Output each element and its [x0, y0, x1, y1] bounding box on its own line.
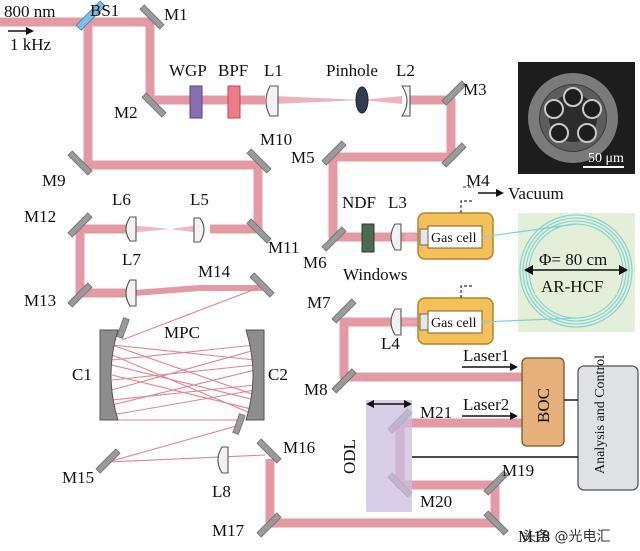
odl-stage [366, 400, 412, 512]
label-m11: M11 [268, 238, 300, 257]
label-m21: M21 [420, 403, 452, 422]
label-m17: M17 [212, 521, 245, 540]
analysis-box [577, 365, 639, 491]
label-m2: M2 [114, 103, 138, 122]
label-m10: M10 [260, 130, 292, 149]
label-boc: BOC [534, 388, 553, 423]
gas-cell-top [417, 200, 494, 260]
label-m14: M14 [198, 262, 231, 281]
fiber-sem-inset [518, 62, 635, 174]
label-analysis: Analysis and Control [593, 355, 608, 474]
label-l3: L3 [388, 193, 407, 212]
label-l2: L2 [396, 61, 415, 80]
label-m5: M5 [291, 148, 315, 167]
mpc-rays [107, 287, 266, 463]
watermark: 头条 @光电汇 [522, 528, 610, 545]
label-l4: L4 [381, 334, 400, 353]
label-l8: L8 [212, 482, 231, 501]
labels: 800 nm 1 kHz BS1 M1 M2 M3 M4 M5 M6 M7 M8… [4, 1, 624, 546]
label-m18: M18 [518, 527, 550, 546]
label-ndf: NDF [342, 193, 376, 212]
label-m15: M15 [62, 468, 94, 487]
label-m19: M19 [502, 461, 534, 480]
label-fiber-diameter: Φ= 80 cm [539, 250, 607, 269]
gas-cell-bottom [417, 285, 494, 345]
label-m3: M3 [463, 80, 487, 99]
label-laser1: Laser1 [463, 346, 509, 365]
label-laser2: Laser2 [463, 395, 509, 414]
label-m9: M9 [42, 171, 66, 190]
label-bpf: BPF [218, 61, 248, 80]
label-wavelength: 800 nm [4, 2, 55, 21]
label-m7: M7 [307, 293, 331, 312]
label-scale-bar: 50 μm [588, 151, 624, 166]
label-mpc: MPC [164, 323, 200, 342]
label-gas-cell-top: Gas cell [431, 231, 477, 246]
label-m16: M16 [283, 438, 315, 457]
label-l5: L5 [190, 190, 209, 209]
label-m4: M4 [466, 171, 490, 190]
label-m20: M20 [420, 492, 452, 511]
label-wgp: WGP [169, 61, 207, 80]
label-m6: M6 [303, 253, 327, 272]
label-m1: M1 [164, 5, 188, 24]
label-m8: M8 [304, 380, 328, 399]
label-l6: L6 [112, 190, 131, 209]
label-pinhole: Pinhole [326, 61, 378, 80]
label-vacuum: Vacuum [508, 184, 564, 203]
label-rate: 1 kHz [10, 35, 52, 54]
arrows [8, 27, 518, 420]
label-windows: Windows [343, 265, 407, 284]
fiber-coil-panel [481, 213, 635, 332]
label-fiber-name: AR-HCF [541, 277, 603, 296]
label-c2: C2 [268, 365, 288, 384]
label-m13: M13 [24, 291, 56, 310]
optics [125, 85, 411, 474]
boc-box [521, 357, 565, 447]
label-l1: L1 [264, 61, 283, 80]
label-bs1: BS1 [90, 1, 119, 20]
label-m12: M12 [24, 207, 56, 226]
label-l7: L7 [122, 250, 141, 269]
mpc-curved-mirrors [99, 329, 265, 421]
label-odl: ODL [340, 439, 359, 474]
label-gas-cell-bottom: Gas cell [431, 316, 477, 331]
label-c1: C1 [72, 365, 92, 384]
